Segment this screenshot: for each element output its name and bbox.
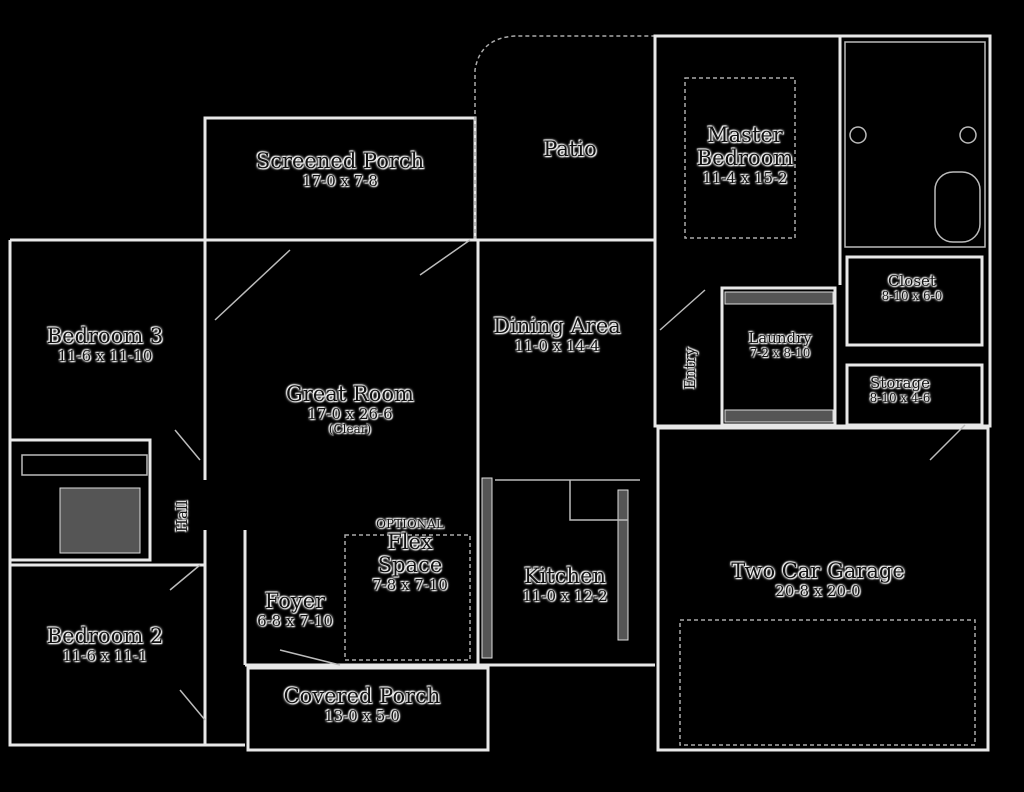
kitchen-counters: [495, 479, 640, 521]
room-size: 11-0 x 12-2: [522, 587, 608, 606]
room-note: (Clear): [328, 421, 372, 436]
hall-walls: [10, 438, 247, 745]
optional-tag: OPTIONAL: [376, 517, 444, 531]
counter: [617, 489, 629, 641]
room-size: 11-6 x 11-10: [57, 347, 153, 366]
closet-shelf: [21, 454, 148, 476]
room-name: Foyer: [264, 589, 326, 613]
room-size: 8-10 x 6-0: [881, 288, 943, 303]
room-size: 20-8 x 20-0: [775, 582, 861, 601]
room-size: 6-8 x 7-10: [257, 612, 333, 631]
tub-icon: [934, 171, 981, 243]
room-name: Bedroom 2: [46, 624, 164, 648]
outer-walls: [8, 238, 655, 747]
room-size: 13-0 x 5-0: [324, 707, 400, 726]
room-size: 11-0 x 14-4: [514, 337, 600, 356]
shelf: [724, 409, 834, 423]
patio-outline: [474, 35, 656, 240]
room-label-entry: Entry: [680, 347, 699, 390]
room-name: Laundry: [748, 329, 812, 347]
door-swings: [169, 239, 966, 721]
storage-walls: [845, 363, 984, 427]
room-name: Entry: [680, 347, 699, 390]
room-name: Closet: [888, 272, 936, 290]
master-wing-walls: [653, 34, 992, 428]
room-name: Master Bedroom: [696, 123, 794, 171]
room-name: Bedroom 3: [46, 324, 164, 348]
closet-walls: [845, 255, 984, 347]
room-size: 17-0 x 26-6: [307, 405, 393, 424]
laundry-walls: [720, 286, 837, 427]
room-size: 8-10 x 4-6: [869, 390, 931, 405]
master-bath: [844, 41, 986, 248]
flex-outline: [344, 534, 471, 661]
room-label-hall: Hall: [172, 500, 191, 533]
room-size: 7-8 x 7-10: [372, 576, 448, 595]
counter: [481, 477, 493, 659]
bath-tile: [59, 487, 141, 554]
room-name: Covered Porch: [283, 684, 441, 708]
room-size: 11-4 x 15-2: [702, 169, 788, 188]
sink-icon: [849, 126, 867, 144]
room-name: Flex Space: [377, 530, 443, 578]
room-size: 11-6 x 11-1: [62, 647, 148, 666]
room-name: Great Room: [286, 382, 414, 406]
bed-outline: [684, 77, 796, 239]
room-name: Screened Porch: [255, 149, 425, 173]
garage-walls: [656, 426, 990, 752]
room-size: 17-0 x 7-8: [302, 172, 378, 191]
room-name: Kitchen: [523, 564, 607, 588]
room-name: Hall: [172, 500, 191, 533]
room-label-patio: Patio: [543, 137, 597, 161]
shelf: [724, 291, 834, 305]
room-name: Dining Area: [493, 314, 621, 338]
garage-door: [679, 619, 976, 746]
covered-porch-walls: [246, 666, 490, 752]
room-name: Two Car Garage: [731, 559, 905, 583]
room-name: Storage: [870, 374, 930, 392]
sink-icon: [959, 126, 977, 144]
room-size: 7-2 x 8-10: [749, 345, 811, 360]
room-name: Patio: [543, 137, 597, 161]
